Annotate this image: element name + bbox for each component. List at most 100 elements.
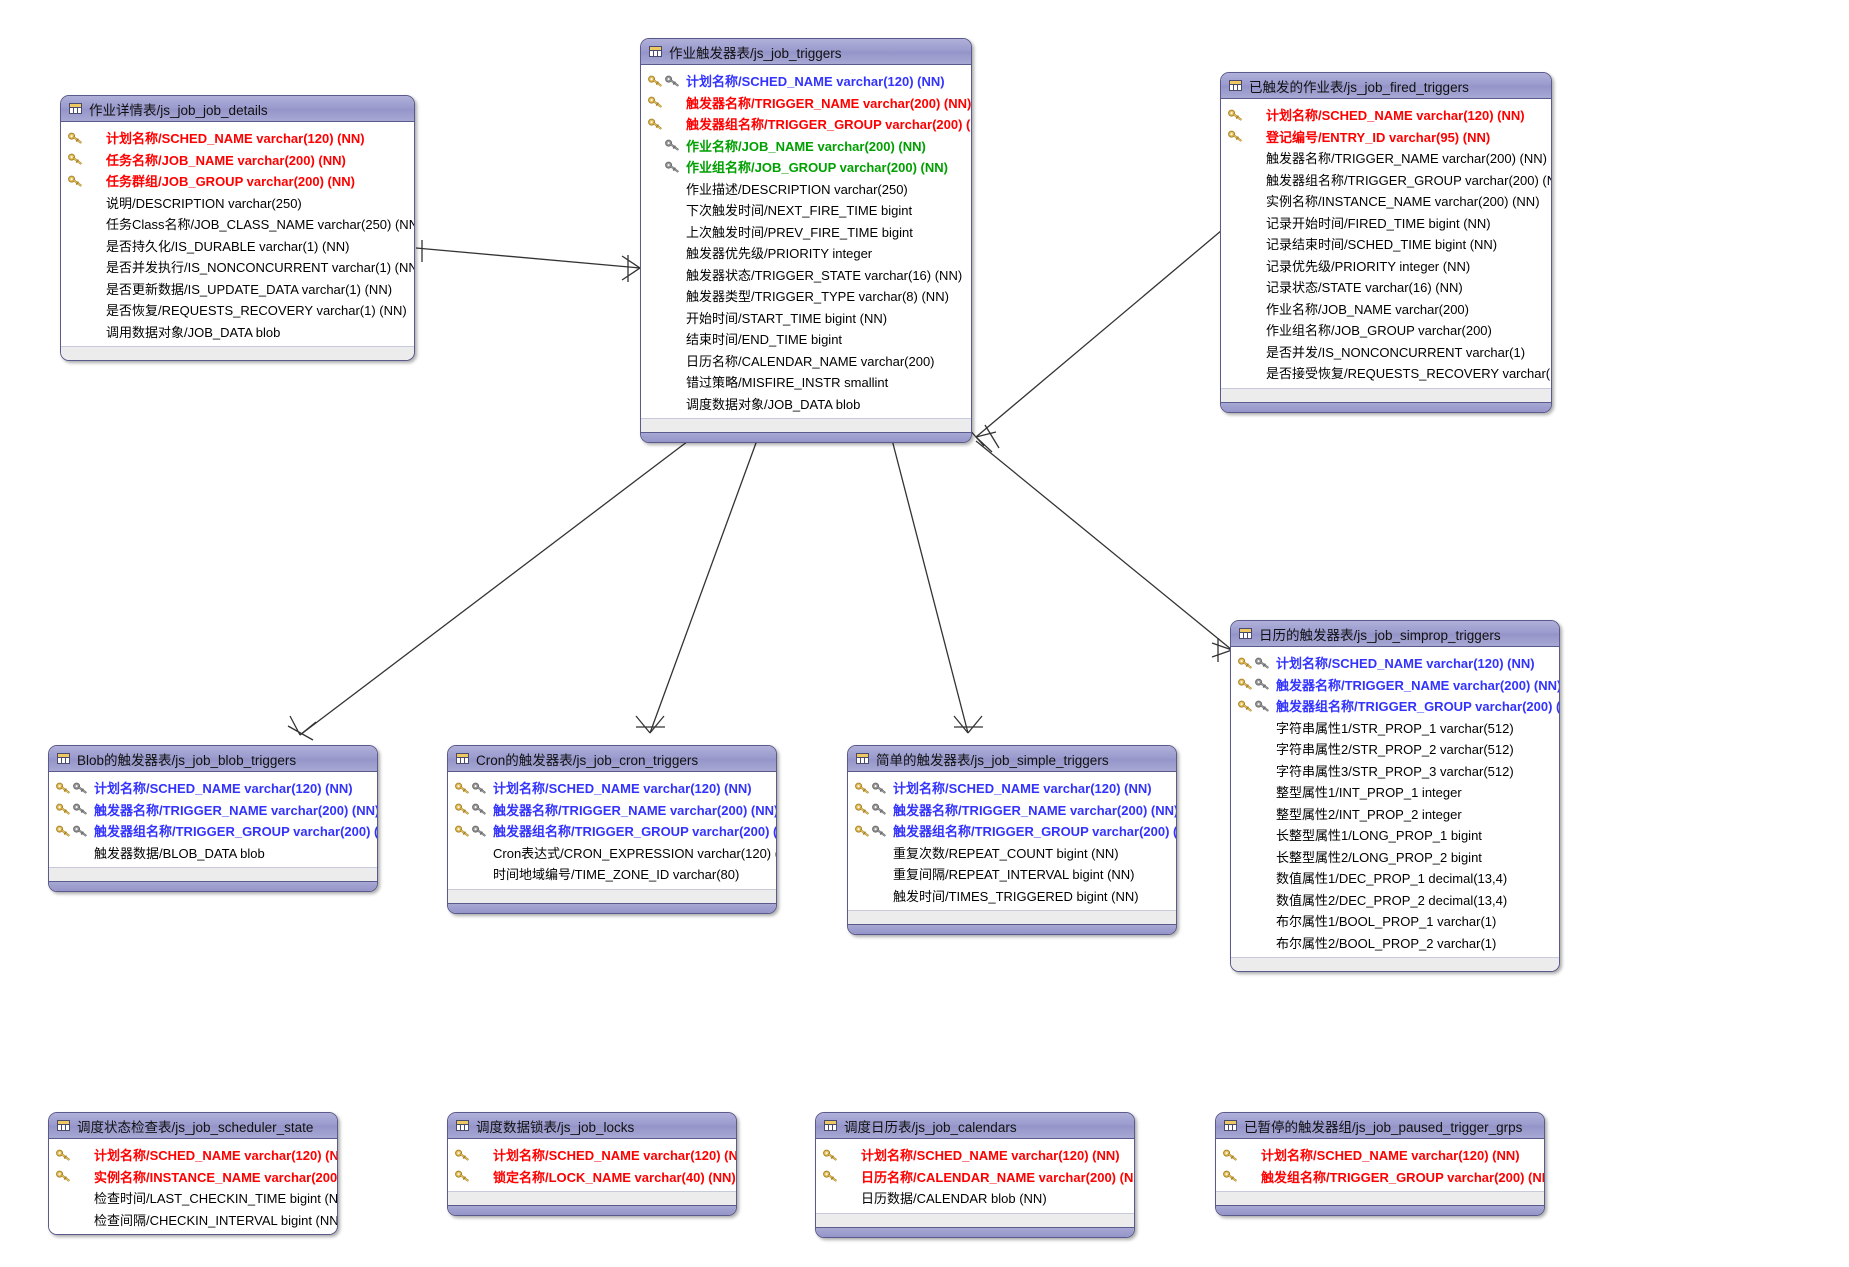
- attribute-row[interactable]: 实例名称/INSTANCE_NAME varchar(200) (NN): [49, 1166, 337, 1188]
- attribute-row[interactable]: 是否恢复/REQUESTS_RECOVERY varchar(1) (NN): [61, 299, 414, 321]
- attribute-row[interactable]: 任务Class名称/JOB_CLASS_NAME varchar(250) (N…: [61, 213, 414, 235]
- attribute-row[interactable]: 字符串属性3/STR_PROP_3 varchar(512): [1231, 760, 1559, 782]
- attribute-row[interactable]: 作业名称/JOB_NAME varchar(200) (NN): [641, 135, 971, 157]
- attribute-row[interactable]: 布尔属性1/BOOL_PROP_1 varchar(1): [1231, 910, 1559, 932]
- attribute-row[interactable]: 说明/DESCRIPTION varchar(250): [61, 192, 414, 214]
- entity-header-calendars[interactable]: 调度日历表/js_job_calendars: [816, 1113, 1134, 1139]
- attribute-row[interactable]: 记录状态/STATE varchar(16) (NN): [1221, 276, 1551, 298]
- attribute-row[interactable]: 整型属性2/INT_PROP_2 integer: [1231, 803, 1559, 825]
- attribute-row[interactable]: 布尔属性2/BOOL_PROP_2 varchar(1): [1231, 932, 1559, 954]
- attribute-row[interactable]: 触发器名称/TRIGGER_NAME varchar(200) (NN): [49, 799, 377, 821]
- attribute-row[interactable]: 字符串属性2/STR_PROP_2 varchar(512): [1231, 738, 1559, 760]
- attribute-row[interactable]: 触发器名称/TRIGGER_NAME varchar(200) (NN): [848, 799, 1176, 821]
- attribute-row[interactable]: 作业描述/DESCRIPTION varchar(250): [641, 178, 971, 200]
- entity-fired_triggers[interactable]: 已触发的作业表/js_job_fired_triggers 计划名称/SCHED_…: [1220, 72, 1552, 413]
- attribute-row[interactable]: 是否持久化/IS_DURABLE varchar(1) (NN): [61, 235, 414, 257]
- attribute-row[interactable]: 字符串属性1/STR_PROP_1 varchar(512): [1231, 717, 1559, 739]
- entity-header-job_details[interactable]: 作业详情表/js_job_job_details: [61, 96, 414, 122]
- attribute-row[interactable]: 触发器组名称/TRIGGER_GROUP varchar(200) (NN): [641, 113, 971, 135]
- attribute-row[interactable]: 重复间隔/REPEAT_INTERVAL bigint (NN): [848, 863, 1176, 885]
- entity-blob_triggers[interactable]: Blob的触发器表/js_job_blob_triggers 计划名称/SCHED…: [48, 745, 378, 892]
- attribute-row[interactable]: 时间地域编号/TIME_ZONE_ID varchar(80): [448, 863, 776, 885]
- entity-header-simprop_triggers[interactable]: 日历的触发器表/js_job_simprop_triggers: [1231, 621, 1559, 647]
- attribute-row[interactable]: 触发时间/TIMES_TRIGGERED bigint (NN): [848, 885, 1176, 907]
- attribute-row[interactable]: 整型属性1/INT_PROP_1 integer: [1231, 781, 1559, 803]
- entity-header-cron_triggers[interactable]: Cron的触发器表/js_job_cron_triggers: [448, 746, 776, 772]
- attribute-row[interactable]: 计划名称/SCHED_NAME varchar(120) (NN): [641, 70, 971, 92]
- attribute-row[interactable]: 调用数据对象/JOB_DATA blob: [61, 321, 414, 343]
- entity-header-fired_triggers[interactable]: 已触发的作业表/js_job_fired_triggers: [1221, 73, 1551, 99]
- attribute-row[interactable]: 计划名称/SCHED_NAME varchar(120) (NN): [448, 777, 776, 799]
- attribute-row[interactable]: 开始时间/START_TIME bigint (NN): [641, 307, 971, 329]
- attribute-row[interactable]: 检查间隔/CHECKIN_INTERVAL bigint (NN): [49, 1209, 337, 1231]
- attribute-row[interactable]: 计划名称/SCHED_NAME varchar(120) (NN): [448, 1144, 736, 1166]
- entity-cron_triggers[interactable]: Cron的触发器表/js_job_cron_triggers 计划名称/SCHED…: [447, 745, 777, 914]
- attribute-row[interactable]: 记录结束时间/SCHED_TIME bigint (NN): [1221, 233, 1551, 255]
- attribute-row[interactable]: 触发器名称/TRIGGER_NAME varchar(200) (NN): [448, 799, 776, 821]
- attribute-row[interactable]: 登记编号/ENTRY_ID varchar(95) (NN): [1221, 126, 1551, 148]
- attribute-row[interactable]: 调度数据对象/JOB_DATA blob: [641, 393, 971, 415]
- attribute-row[interactable]: 长整型属性1/LONG_PROP_1 bigint: [1231, 824, 1559, 846]
- attribute-row[interactable]: 检查时间/LAST_CHECKIN_TIME bigint (NN): [49, 1187, 337, 1209]
- attribute-row[interactable]: 数值属性1/DEC_PROP_1 decimal(13,4): [1231, 867, 1559, 889]
- attribute-row[interactable]: 数值属性2/DEC_PROP_2 decimal(13,4): [1231, 889, 1559, 911]
- attribute-row[interactable]: 触发器数据/BLOB_DATA blob: [49, 842, 377, 864]
- attribute-row[interactable]: 任务群组/JOB_GROUP varchar(200) (NN): [61, 170, 414, 192]
- entity-scheduler_state[interactable]: 调度状态检查表/js_job_scheduler_state 计划名称/SCHED…: [48, 1112, 338, 1235]
- attribute-row[interactable]: 触发器优先级/PRIORITY integer: [641, 242, 971, 264]
- attribute-row[interactable]: 触发器状态/TRIGGER_STATE varchar(16) (NN): [641, 264, 971, 286]
- attribute-row[interactable]: 触发器组名称/TRIGGER_GROUP varchar(200) (NN): [49, 820, 377, 842]
- attribute-row[interactable]: 触发器组名称/TRIGGER_GROUP varchar(200) (NN): [848, 820, 1176, 842]
- attribute-row[interactable]: 计划名称/SCHED_NAME varchar(120) (NN): [61, 127, 414, 149]
- attribute-row[interactable]: 作业组名称/JOB_GROUP varchar(200) (NN): [641, 156, 971, 178]
- attribute-row[interactable]: 结束时间/END_TIME bigint: [641, 328, 971, 350]
- attribute-row[interactable]: 日历名称/CALENDAR_NAME varchar(200) (NN): [816, 1166, 1134, 1188]
- attribute-row[interactable]: 触发器名称/TRIGGER_NAME varchar(200) (NN): [1221, 147, 1551, 169]
- entity-locks[interactable]: 调度数据锁表/js_job_locks 计划名称/SCHED_NAME varch…: [447, 1112, 737, 1216]
- attribute-row[interactable]: 计划名称/SCHED_NAME varchar(120) (NN): [1221, 104, 1551, 126]
- attribute-row[interactable]: 是否并发/IS_NONCONCURRENT varchar(1): [1221, 341, 1551, 363]
- entity-header-blob_triggers[interactable]: Blob的触发器表/js_job_blob_triggers: [49, 746, 377, 772]
- attribute-row[interactable]: 触发器类型/TRIGGER_TYPE varchar(8) (NN): [641, 285, 971, 307]
- attribute-row[interactable]: 锁定名称/LOCK_NAME varchar(40) (NN): [448, 1166, 736, 1188]
- attribute-row[interactable]: 触发器名称/TRIGGER_NAME varchar(200) (NN): [641, 92, 971, 114]
- attribute-row[interactable]: 触发组名称/TRIGGER_GROUP varchar(200) (NN): [1216, 1166, 1544, 1188]
- attribute-row[interactable]: 触发器组名称/TRIGGER_GROUP varchar(200) (NN): [448, 820, 776, 842]
- entity-header-simple_triggers[interactable]: 简单的触发器表/js_job_simple_triggers: [848, 746, 1176, 772]
- attribute-row[interactable]: 长整型属性2/LONG_PROP_2 bigint: [1231, 846, 1559, 868]
- entity-simprop_triggers[interactable]: 日历的触发器表/js_job_simprop_triggers 计划名称/SCHE…: [1230, 620, 1560, 972]
- attribute-row[interactable]: 计划名称/SCHED_NAME varchar(120) (NN): [816, 1144, 1134, 1166]
- entity-simple_triggers[interactable]: 简单的触发器表/js_job_simple_triggers 计划名称/SCHED…: [847, 745, 1177, 935]
- attribute-row[interactable]: 重复次数/REPEAT_COUNT bigint (NN): [848, 842, 1176, 864]
- attribute-row[interactable]: 计划名称/SCHED_NAME varchar(120) (NN): [1216, 1144, 1544, 1166]
- attribute-row[interactable]: 是否更新数据/IS_UPDATE_DATA varchar(1) (NN): [61, 278, 414, 300]
- attribute-row[interactable]: Cron表达式/CRON_EXPRESSION varchar(120) (NN…: [448, 842, 776, 864]
- entity-calendars[interactable]: 调度日历表/js_job_calendars 计划名称/SCHED_NAME va…: [815, 1112, 1135, 1238]
- attribute-row[interactable]: 是否并发执行/IS_NONCONCURRENT varchar(1) (NN): [61, 256, 414, 278]
- entity-job_details[interactable]: 作业详情表/js_job_job_details 计划名称/SCHED_NAME …: [60, 95, 415, 361]
- attribute-row[interactable]: 是否接受恢复/REQUESTS_RECOVERY varchar(1): [1221, 362, 1551, 384]
- attribute-row[interactable]: 日历名称/CALENDAR_NAME varchar(200): [641, 350, 971, 372]
- attribute-row[interactable]: 日历数据/CALENDAR blob (NN): [816, 1187, 1134, 1209]
- attribute-row[interactable]: 计划名称/SCHED_NAME varchar(120) (NN): [49, 777, 377, 799]
- entity-job_triggers[interactable]: 作业触发器表/js_job_triggers 计划名称/SCHED_NAME va…: [640, 38, 972, 443]
- attribute-row[interactable]: 下次触发时间/NEXT_FIRE_TIME bigint: [641, 199, 971, 221]
- entity-header-locks[interactable]: 调度数据锁表/js_job_locks: [448, 1113, 736, 1139]
- attribute-row[interactable]: 触发器组名称/TRIGGER_GROUP varchar(200) (NN): [1231, 695, 1559, 717]
- attribute-row[interactable]: 上次触发时间/PREV_FIRE_TIME bigint: [641, 221, 971, 243]
- attribute-row[interactable]: 计划名称/SCHED_NAME varchar(120) (NN): [848, 777, 1176, 799]
- attribute-row[interactable]: 计划名称/SCHED_NAME varchar(120) (NN): [1231, 652, 1559, 674]
- attribute-row[interactable]: 触发器组名称/TRIGGER_GROUP varchar(200) (NN): [1221, 169, 1551, 191]
- attribute-row[interactable]: 任务名称/JOB_NAME varchar(200) (NN): [61, 149, 414, 171]
- attribute-row[interactable]: 计划名称/SCHED_NAME varchar(120) (NN): [49, 1144, 337, 1166]
- attribute-row[interactable]: 作业名称/JOB_NAME varchar(200): [1221, 298, 1551, 320]
- attribute-row[interactable]: 记录优先级/PRIORITY integer (NN): [1221, 255, 1551, 277]
- attribute-row[interactable]: 错过策略/MISFIRE_INSTR smallint: [641, 371, 971, 393]
- attribute-row[interactable]: 记录开始时间/FIRED_TIME bigint (NN): [1221, 212, 1551, 234]
- attribute-row[interactable]: 触发器名称/TRIGGER_NAME varchar(200) (NN): [1231, 674, 1559, 696]
- entity-header-job_triggers[interactable]: 作业触发器表/js_job_triggers: [641, 39, 971, 65]
- attribute-row[interactable]: 实例名称/INSTANCE_NAME varchar(200) (NN): [1221, 190, 1551, 212]
- entity-header-paused_trigger_grps[interactable]: 已暂停的触发器组/js_job_paused_trigger_grps: [1216, 1113, 1544, 1139]
- attribute-row[interactable]: 作业组名称/JOB_GROUP varchar(200): [1221, 319, 1551, 341]
- entity-header-scheduler_state[interactable]: 调度状态检查表/js_job_scheduler_state: [49, 1113, 337, 1139]
